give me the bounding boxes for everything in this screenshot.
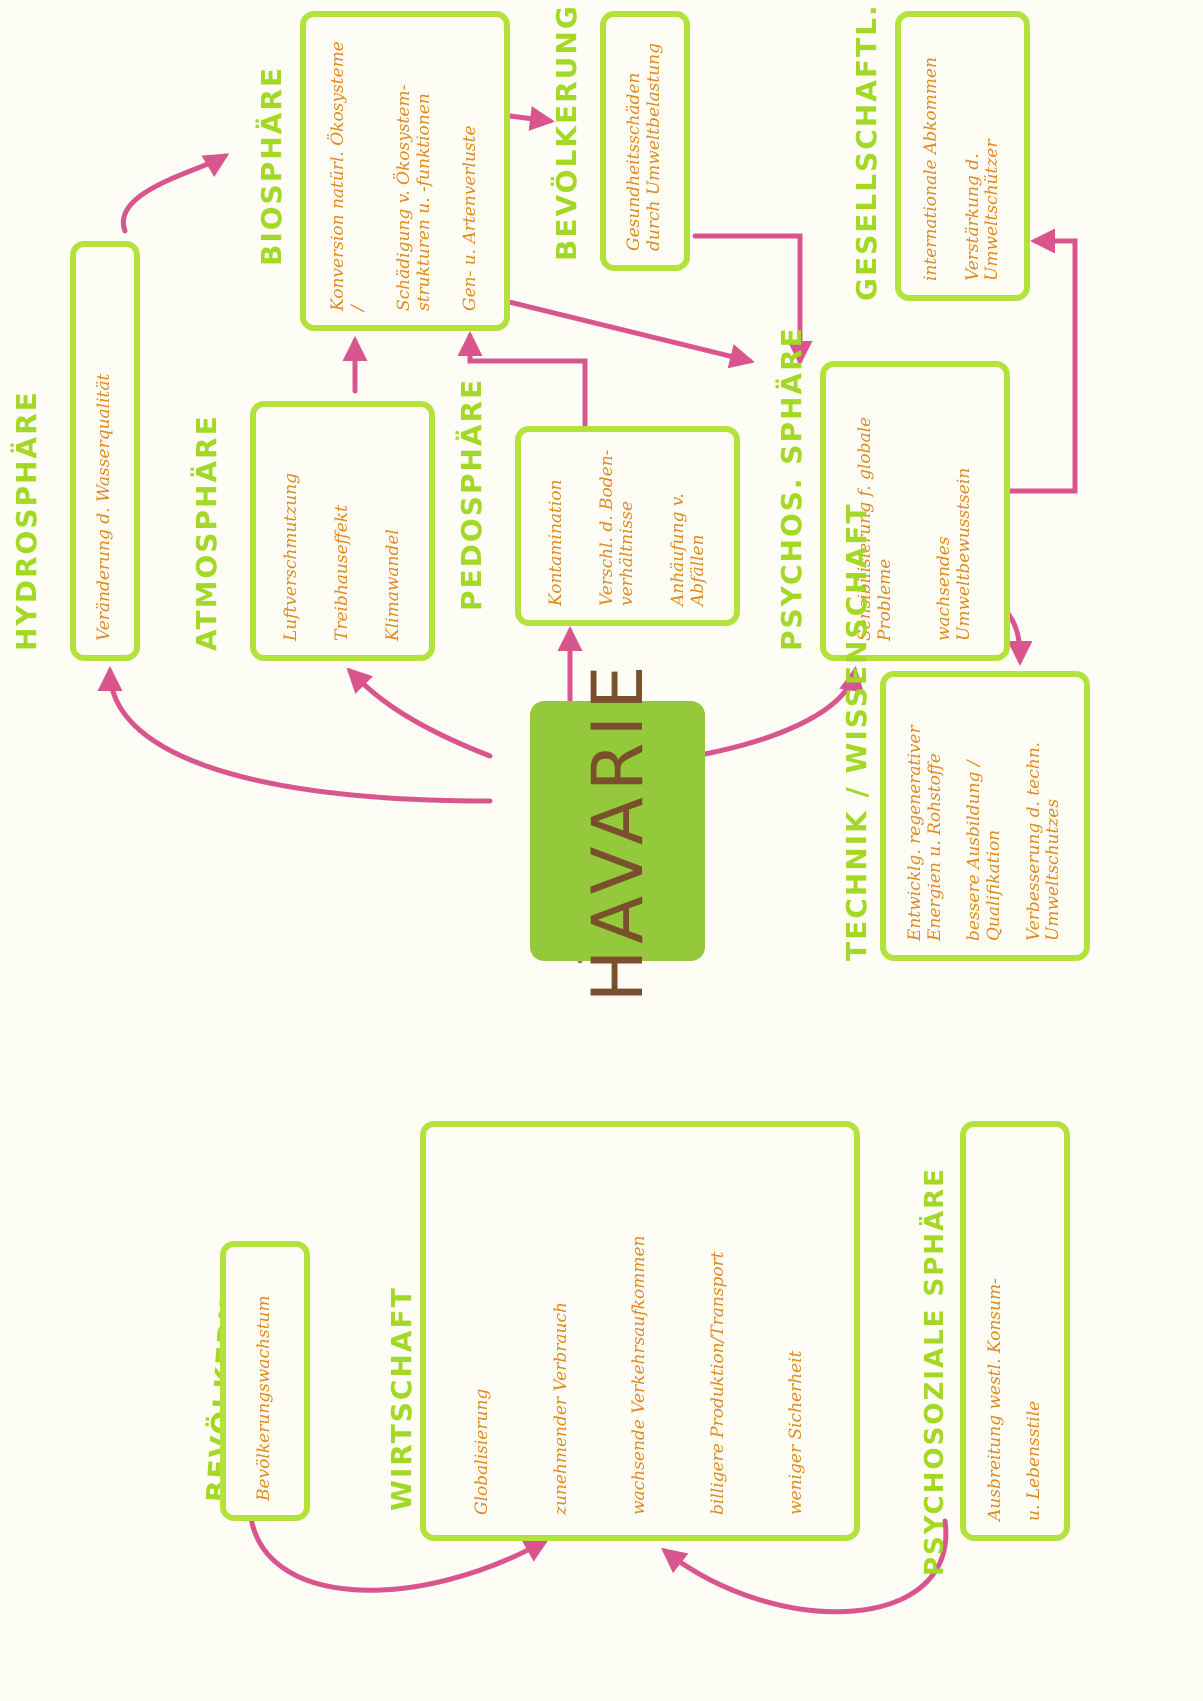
label-bevoelkerung2: BEVÖLKERUNG xyxy=(550,4,583,261)
arrow-hydrosphaere-biosphaere xyxy=(120,153,230,234)
label-technik: TECHNIK / WISSENSCHAFT xyxy=(840,502,873,961)
technik-item: Verbesserung d. techn. Umweltschutzes xyxy=(1023,741,1064,941)
arrow-havarie-hydrosphaere xyxy=(97,666,493,804)
arrow-pedosphaere-biosphaere xyxy=(457,331,588,429)
box-technik: Entwicklg. regenerativer Energien u. Roh… xyxy=(880,671,1090,961)
box-hydrosphaere: Veränderung d. Wasserqualität xyxy=(70,241,140,661)
bevoelkerung-item: Bevölkerungswachstum xyxy=(254,1295,275,1501)
box-psychosoziale: Ausbreitung westl. Konsum- u. Lebensstil… xyxy=(960,1121,1070,1541)
label-biosphaere: BIOSPHÄRE xyxy=(255,65,288,266)
biosphaere-item: Schädigung v. Ökosystem-strukturen u. -f… xyxy=(394,84,434,311)
box-gesellschaft: internationale Abkommen Verstärkung d. U… xyxy=(895,11,1030,301)
label-pedosphaere: PEDOSPHÄRE xyxy=(455,377,488,611)
box-pedosphaere: Kontamination Verschl. d. Boden-verhältn… xyxy=(515,426,740,626)
arrow-biosphaere-psychos xyxy=(502,298,755,369)
label-psychosoziale: PSYCHOSOZIALE SPHÄRE xyxy=(920,1167,950,1576)
box-bevoelkerung2: Gesundheitsschäden durch Umweltbelastung xyxy=(600,11,690,271)
pedosphaere-item: Verschl. d. Boden-verhältnisse xyxy=(597,449,637,606)
wirtschaft-item: wachsende Verkehrsaufkommen xyxy=(629,1235,650,1515)
bevoelkerung2-item: Gesundheitsschäden durch Umweltbelastung xyxy=(624,42,664,251)
label-hydrosphaere: HYDROSPHÄRE xyxy=(10,390,43,651)
box-biosphaere: Konversion natürl. Ökosysteme / Schädigu… xyxy=(300,11,510,331)
psychosoziale-item: u. Lebensstile xyxy=(1023,1400,1044,1521)
hydrosphaere-item: Veränderung d. Wasserqualität xyxy=(94,373,115,641)
psychos-item: wachsendes Umweltbewusstsein xyxy=(933,467,974,641)
wirtschaft-item: billigere Produktion/Transport xyxy=(707,1251,728,1515)
arrow-biosphaere-bevoelkerung2 xyxy=(507,106,555,131)
arrow-havarie-atmosphaere xyxy=(346,667,493,759)
psychosoziale-item: Ausbreitung westl. Konsum- xyxy=(984,1278,1005,1521)
biosphaere-item: Gen- u. Artenverluste xyxy=(460,125,481,311)
wirtschaft-item: weniger Sicherheit xyxy=(785,1350,806,1516)
label-atmosphaere: ATMOSPHÄRE xyxy=(190,414,223,651)
gesellschaft-item: internationale Abkommen xyxy=(921,57,942,281)
technik-item: bessere Ausbildung / Qualifikation xyxy=(964,760,1004,941)
box-wirtschaft: Globalisierung zunehmender Verbrauch wac… xyxy=(420,1121,860,1541)
pedosphaere-item: Anhäufung v. Abfällen xyxy=(668,493,708,606)
label-wirtschaft: WIRTSCHAFT xyxy=(385,1286,418,1511)
center-node: HAVARIE xyxy=(530,660,705,1002)
box-bevoelkerung: Bevölkerungswachstum xyxy=(220,1241,310,1521)
label-psychos: PSYCHOS. SPHÄRE xyxy=(775,326,808,651)
center-label: HAVARIE xyxy=(576,659,659,1003)
atmosphaere-item: Klimawandel xyxy=(382,529,403,641)
atmosphaere-item: Treibhauseffekt xyxy=(331,505,352,641)
box-atmosphaere: Luftverschmutzung Treibhauseffekt Klimaw… xyxy=(250,401,435,661)
wirtschaft-item: zunehmender Verbrauch xyxy=(550,1302,571,1515)
arrow-bevoelkerung-wirtschaft xyxy=(247,1508,550,1593)
atmosphaere-item: Luftverschmutzung xyxy=(280,473,301,641)
wirtschaft-item: Globalisierung xyxy=(472,1388,493,1515)
technik-item: Entwicklg. regenerativer Energien u. Roh… xyxy=(905,725,945,941)
pedosphaere-item: Kontamination xyxy=(545,479,566,607)
arrow-bevoelkerung2-psychos xyxy=(692,233,813,366)
label-gesellschaft: GESELLSCHAFTL. ORG. xyxy=(850,0,883,301)
arrow-psychos-gesellschaft xyxy=(962,228,1078,494)
gesellschaft-item: Verstärkung d. Umweltschützer xyxy=(962,139,1003,281)
arrow-psychosoziale-wirtschaft xyxy=(661,1518,949,1615)
arrow-havarie-psychos xyxy=(662,666,865,764)
biosphaere-item: Konversion natürl. Ökosysteme / xyxy=(328,41,368,311)
